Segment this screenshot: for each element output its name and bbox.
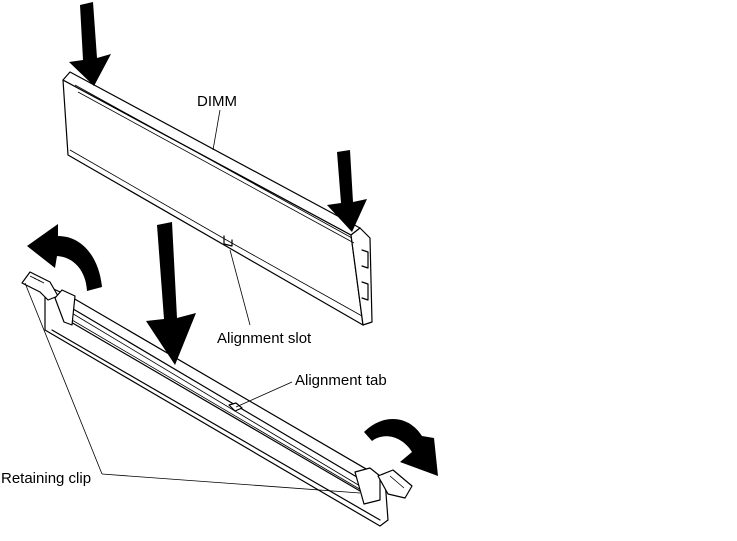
dimm-leader [212,109,221,151]
dimm-label: DIMM [197,93,237,110]
dimm-connector [44,284,389,527]
alignment-tab-label: Alignment tab [295,372,387,389]
down-arrow-icon [327,150,367,232]
alignment-slot-label: Alignment slot [217,330,312,347]
alignment-tab-leader [235,381,293,408]
retaining-clip-leader [24,282,103,475]
down-arrow-icon [146,222,196,365]
dimm-module [62,71,373,326]
retaining-clip-right [354,467,413,505]
alignment-slot-leader [229,249,251,326]
down-arrow-icon [69,2,111,86]
curved-arrow-icon [364,418,438,476]
curved-arrow-icon [27,224,102,291]
retaining-clip-label: Retaining clip [1,470,91,487]
retaining-clip-leader [101,473,361,494]
retaining-clip-left [21,271,76,326]
